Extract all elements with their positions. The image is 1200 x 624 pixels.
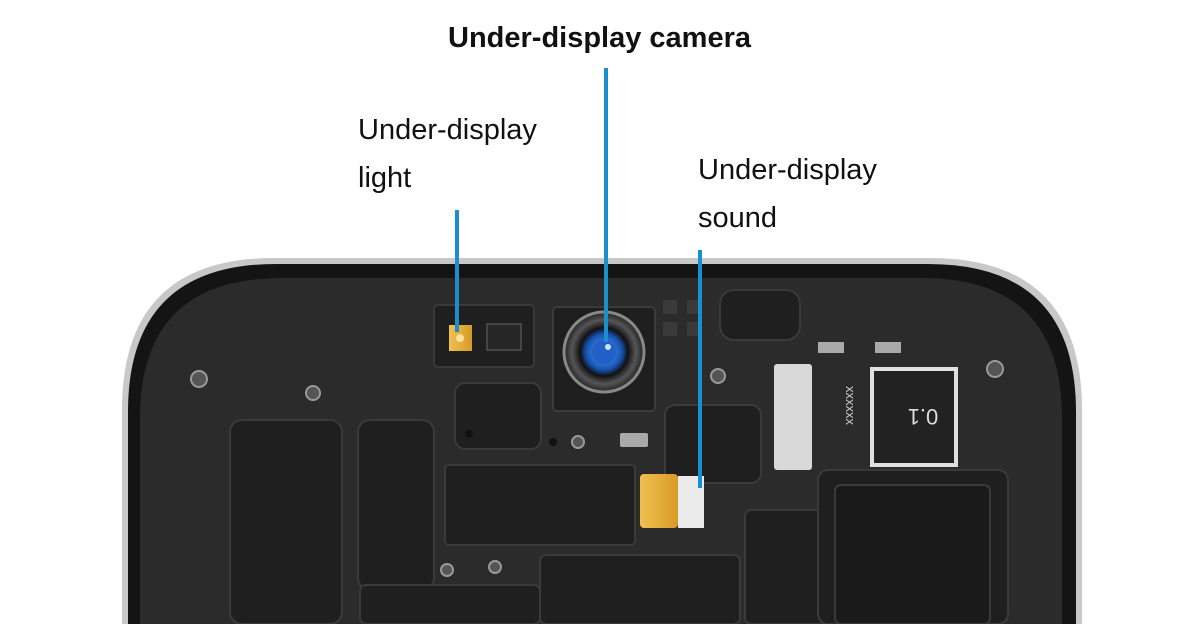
flex-marking: xxxxxx (843, 386, 858, 426)
label-light-line1: Under-display (358, 114, 537, 146)
label-light-line2: light (358, 162, 412, 194)
label-sound: Under-display sound (698, 146, 877, 242)
chip-marking: 0.1 (908, 404, 939, 429)
label-camera: Under-display camera (448, 22, 752, 54)
label-sound-line1: Under-display (698, 154, 877, 186)
label-light: Under-display light (358, 106, 537, 202)
speaker-contact (640, 474, 678, 528)
chip (870, 367, 958, 467)
label-sound-line2: sound (698, 202, 778, 234)
